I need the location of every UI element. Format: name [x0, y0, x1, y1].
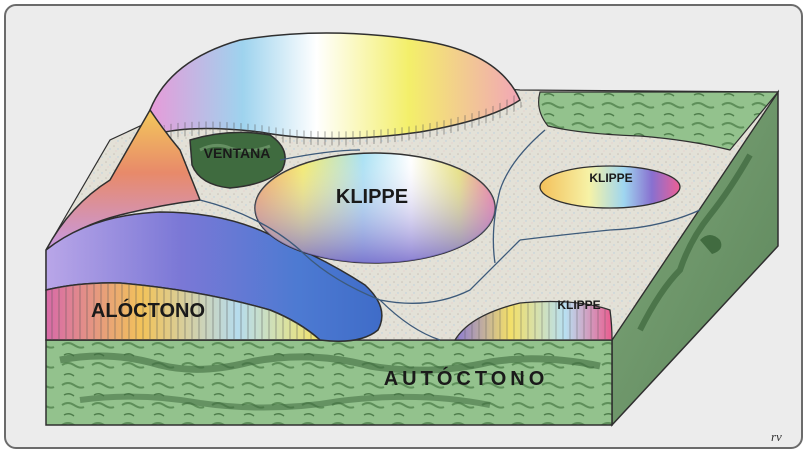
label-klippe-right: KLIPPE — [589, 171, 632, 185]
label-klippe-center: KLIPPE — [336, 186, 408, 208]
label-autoctono: AUTÓCTONO — [384, 366, 549, 390]
label-ventana: VENTANA — [204, 145, 271, 161]
label-aloctono: ALÓCTONO — [91, 298, 205, 322]
credit-rv: rv — [771, 429, 782, 444]
label-klippe-bottom: KLIPPE — [557, 298, 600, 312]
